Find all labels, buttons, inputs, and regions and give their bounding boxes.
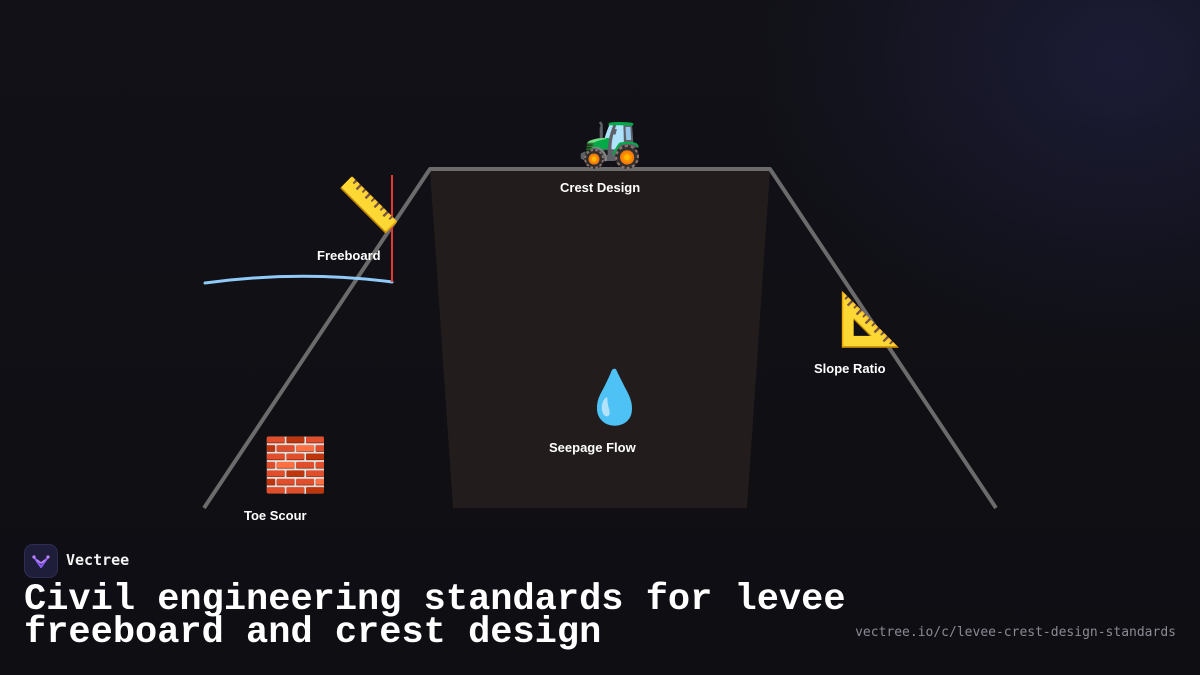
page-title: Civil engineering standards for levee fr… xyxy=(24,579,846,654)
levee-core xyxy=(430,170,770,508)
seepage-flow-label: Seepage Flow xyxy=(549,440,636,455)
triangular-ruler-icon: 📐 xyxy=(838,291,903,349)
brick-icon: 🧱 xyxy=(263,437,328,495)
levee-outline xyxy=(202,167,998,510)
tractor-icon: 🚜 xyxy=(578,112,643,170)
water-surface-line xyxy=(203,274,394,285)
brand-name: Vectree xyxy=(66,551,130,569)
ruler-icon: 📏 xyxy=(336,177,401,235)
slope-ratio-label: Slope Ratio xyxy=(814,361,886,376)
freeboard-label: Freeboard xyxy=(317,248,381,263)
toe-scour-label: Toe Scour xyxy=(244,508,307,523)
crest-design-label: Crest Design xyxy=(560,180,641,195)
page-url[interactable]: vectree.io/c/levee-crest-design-standard… xyxy=(855,625,1176,640)
vectree-logo-icon xyxy=(24,544,58,578)
droplet-icon: 💧 xyxy=(582,369,647,427)
